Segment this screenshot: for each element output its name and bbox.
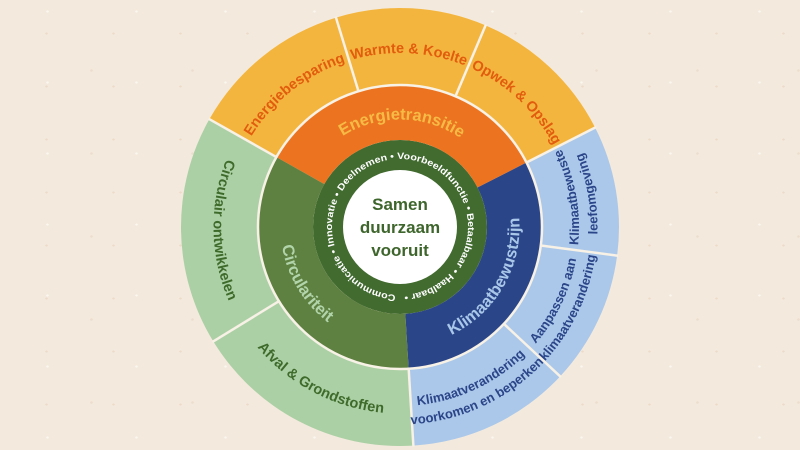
outer-segment-circulair-ontwikkelen [181,119,279,342]
sector-circulariteit [257,157,409,369]
outer-segment-klimaatbewuste-leefomgeving [526,127,619,256]
outer-segment-klimaatverandering-voorkomen-en-beperken [408,323,561,446]
segment-divider [211,300,280,344]
ring-separator [256,83,544,371]
outer-segment-aanpassen-aan-klimaatverandering [503,245,618,377]
segment-divider [525,126,597,164]
segment-divider [540,244,619,257]
sector-klimaatbewustzijn [405,162,542,369]
segment-divider [207,117,278,159]
outer-segment-opwek-opslag [455,25,596,163]
outer-segment-warmte-koelte [335,8,486,97]
segment-divider [454,24,488,97]
segment-divider [407,368,415,447]
segment-divider [334,16,360,92]
center-circle [343,170,457,284]
segment-divider [502,322,562,378]
outer-segment-energiebesparing [209,17,359,158]
sector-energietransitie [276,85,527,188]
outer-segment-afval-grondstoffen [213,301,414,446]
